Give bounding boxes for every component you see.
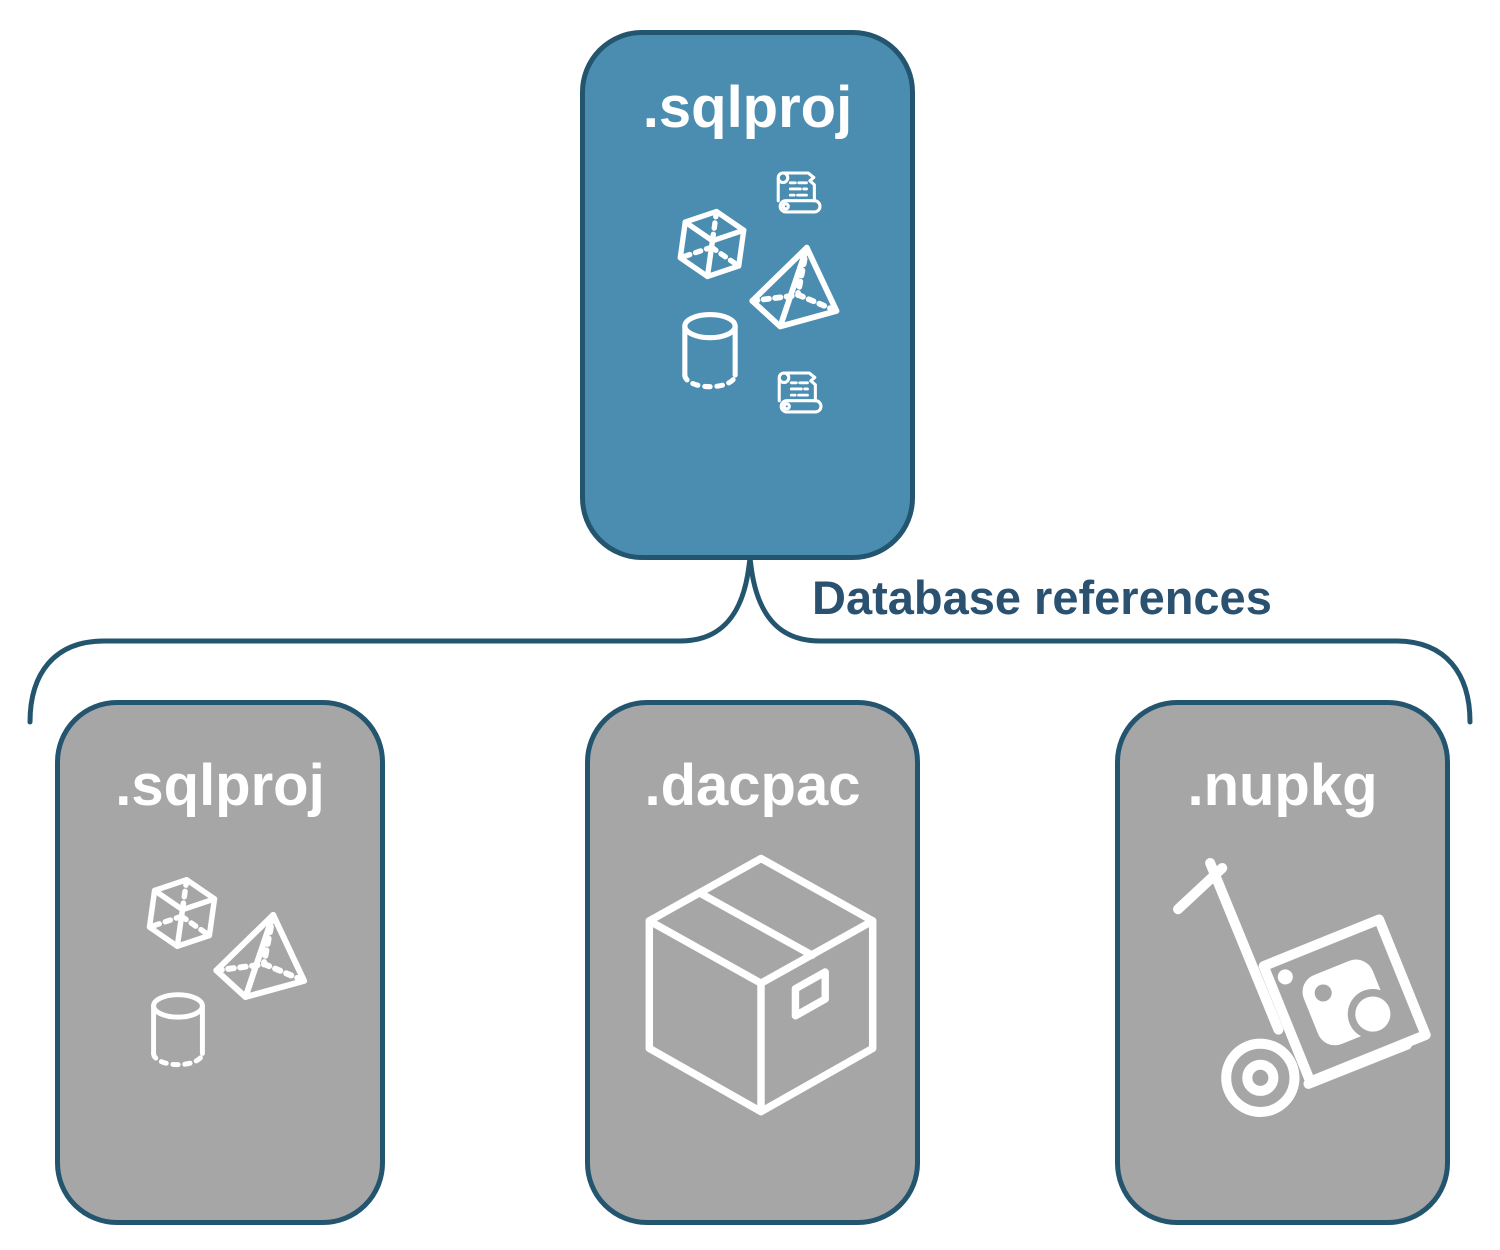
cylinder-icon xyxy=(145,990,211,1072)
node-child-nupkg: .nupkg xyxy=(1115,700,1450,1225)
node-root-sqlproj: .sqlproj xyxy=(580,30,915,560)
scroll-icon xyxy=(769,166,825,222)
package-box-icon xyxy=(640,845,882,1127)
node-child-title: .nupkg xyxy=(1187,753,1378,818)
cylinder-icon xyxy=(676,309,744,395)
node-root-title: .sqlproj xyxy=(642,75,853,140)
scroll-icon xyxy=(769,366,827,422)
node-child-dacpac: .dacpac xyxy=(585,700,920,1225)
cube-icon xyxy=(138,871,226,955)
cube-icon xyxy=(671,203,753,285)
node-child-title: .sqlproj xyxy=(115,753,325,818)
pyramid-icon xyxy=(212,908,316,1008)
hand-truck-nuget-icon xyxy=(1168,857,1434,1123)
connector-label: Database references xyxy=(812,571,1272,624)
pyramid-icon xyxy=(746,241,850,337)
node-child-title: .dacpac xyxy=(644,753,861,818)
node-child-sqlproj: .sqlproj xyxy=(55,700,385,1225)
